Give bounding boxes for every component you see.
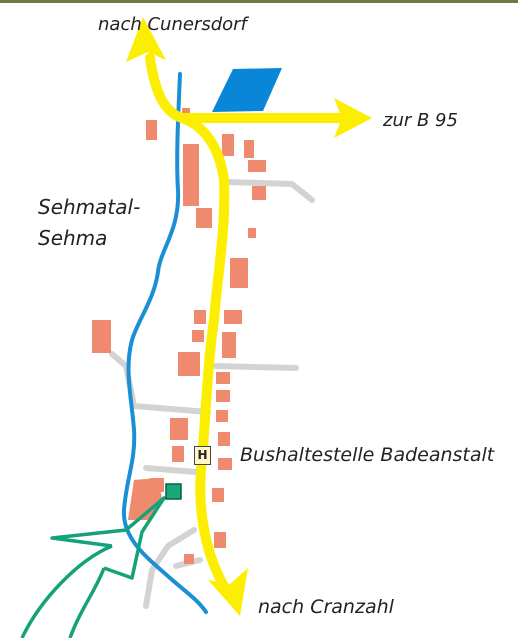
pond <box>212 68 282 112</box>
side-road-northeast <box>225 179 315 203</box>
label-bus-stop: Bushaltestelle Badeanstalt <box>240 444 495 466</box>
main-road <box>145 53 345 601</box>
label-town: Sehmatal- Sehma <box>38 192 140 254</box>
label-town-line2: Sehma <box>38 226 108 250</box>
side-road-east <box>213 363 299 371</box>
arrow-north-icon <box>126 17 166 62</box>
arrow-south-icon <box>208 568 248 616</box>
destination-marker <box>165 483 182 500</box>
label-town-line1: Sehmatal- <box>38 195 141 219</box>
access-arrow-icon <box>20 496 166 638</box>
buildings <box>92 108 266 564</box>
label-north-destination: nach Cunersdorf <box>98 14 247 35</box>
side-road-south <box>143 527 197 609</box>
top-photo-strip <box>0 0 518 3</box>
label-south-destination: nach Cranzahl <box>258 596 394 618</box>
side-road-west-lower <box>143 465 199 475</box>
bus-stop-icon: H <box>194 446 211 465</box>
side-roads <box>109 179 315 609</box>
river <box>121 72 208 614</box>
label-east-destination: zur B 95 <box>383 110 458 131</box>
arrow-east-icon <box>334 98 372 138</box>
